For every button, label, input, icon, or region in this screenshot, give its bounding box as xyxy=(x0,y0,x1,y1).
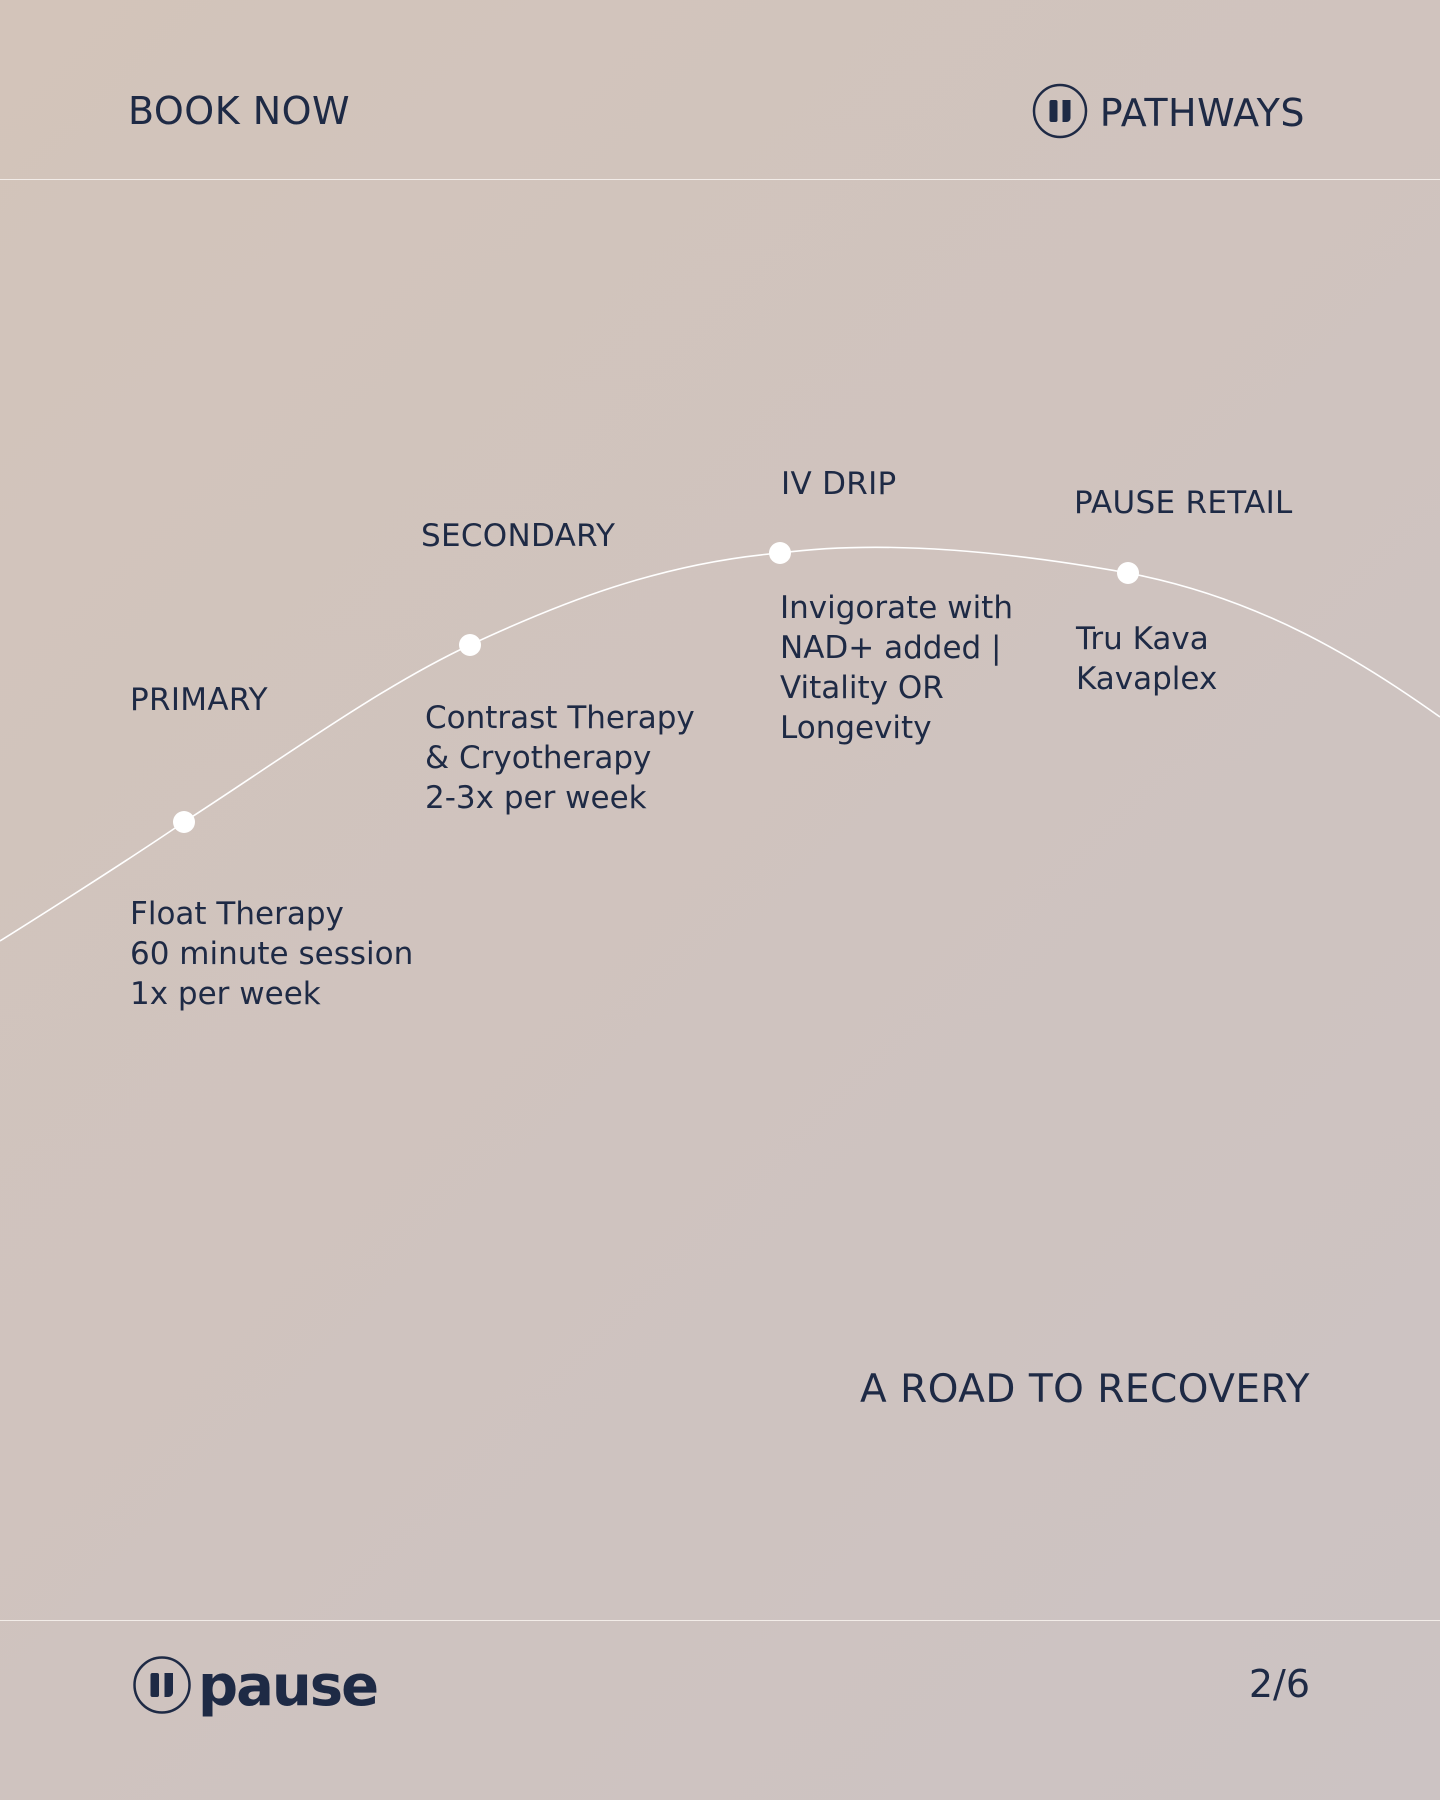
recovery-path-line xyxy=(0,546,1440,942)
iv-drip-stage-label: IV DRIP xyxy=(781,466,897,502)
pause-retail-stage-description: Tru Kava Kavaplex xyxy=(1076,621,1218,697)
milestone-dot-primary xyxy=(173,811,195,833)
iv-drip-stage-description: Invigorate with NAD+ added | Vitality OR… xyxy=(780,590,1013,746)
milestone-dot-pause-retail xyxy=(1117,562,1139,584)
brand-logo: pause xyxy=(132,1654,379,1719)
pause-logo-icon xyxy=(1032,83,1088,143)
pathways-heading: PATHWAYS xyxy=(1032,83,1305,143)
page-counter: 2/6 xyxy=(1248,1662,1310,1706)
pause-logo-icon xyxy=(132,1655,192,1719)
header-divider xyxy=(0,179,1440,180)
tagline: A ROAD TO RECOVERY xyxy=(860,1367,1310,1412)
brand-wordmark: pause xyxy=(198,1654,379,1719)
primary-stage-description: Float Therapy 60 minute session 1x per w… xyxy=(130,896,414,1012)
pause-retail-stage-label: PAUSE RETAIL xyxy=(1074,485,1293,521)
secondary-stage-label: SECONDARY xyxy=(421,518,616,554)
pathways-label: PATHWAYS xyxy=(1099,91,1305,135)
secondary-stage-description: Contrast Therapy & Cryotherapy 2-3x per … xyxy=(425,700,695,816)
milestone-dot-iv-drip xyxy=(769,542,791,564)
primary-stage-label: PRIMARY xyxy=(130,682,268,718)
book-now-link[interactable]: BOOK NOW xyxy=(128,89,351,133)
footer-divider xyxy=(0,1620,1440,1621)
milestone-dot-secondary xyxy=(459,634,481,656)
